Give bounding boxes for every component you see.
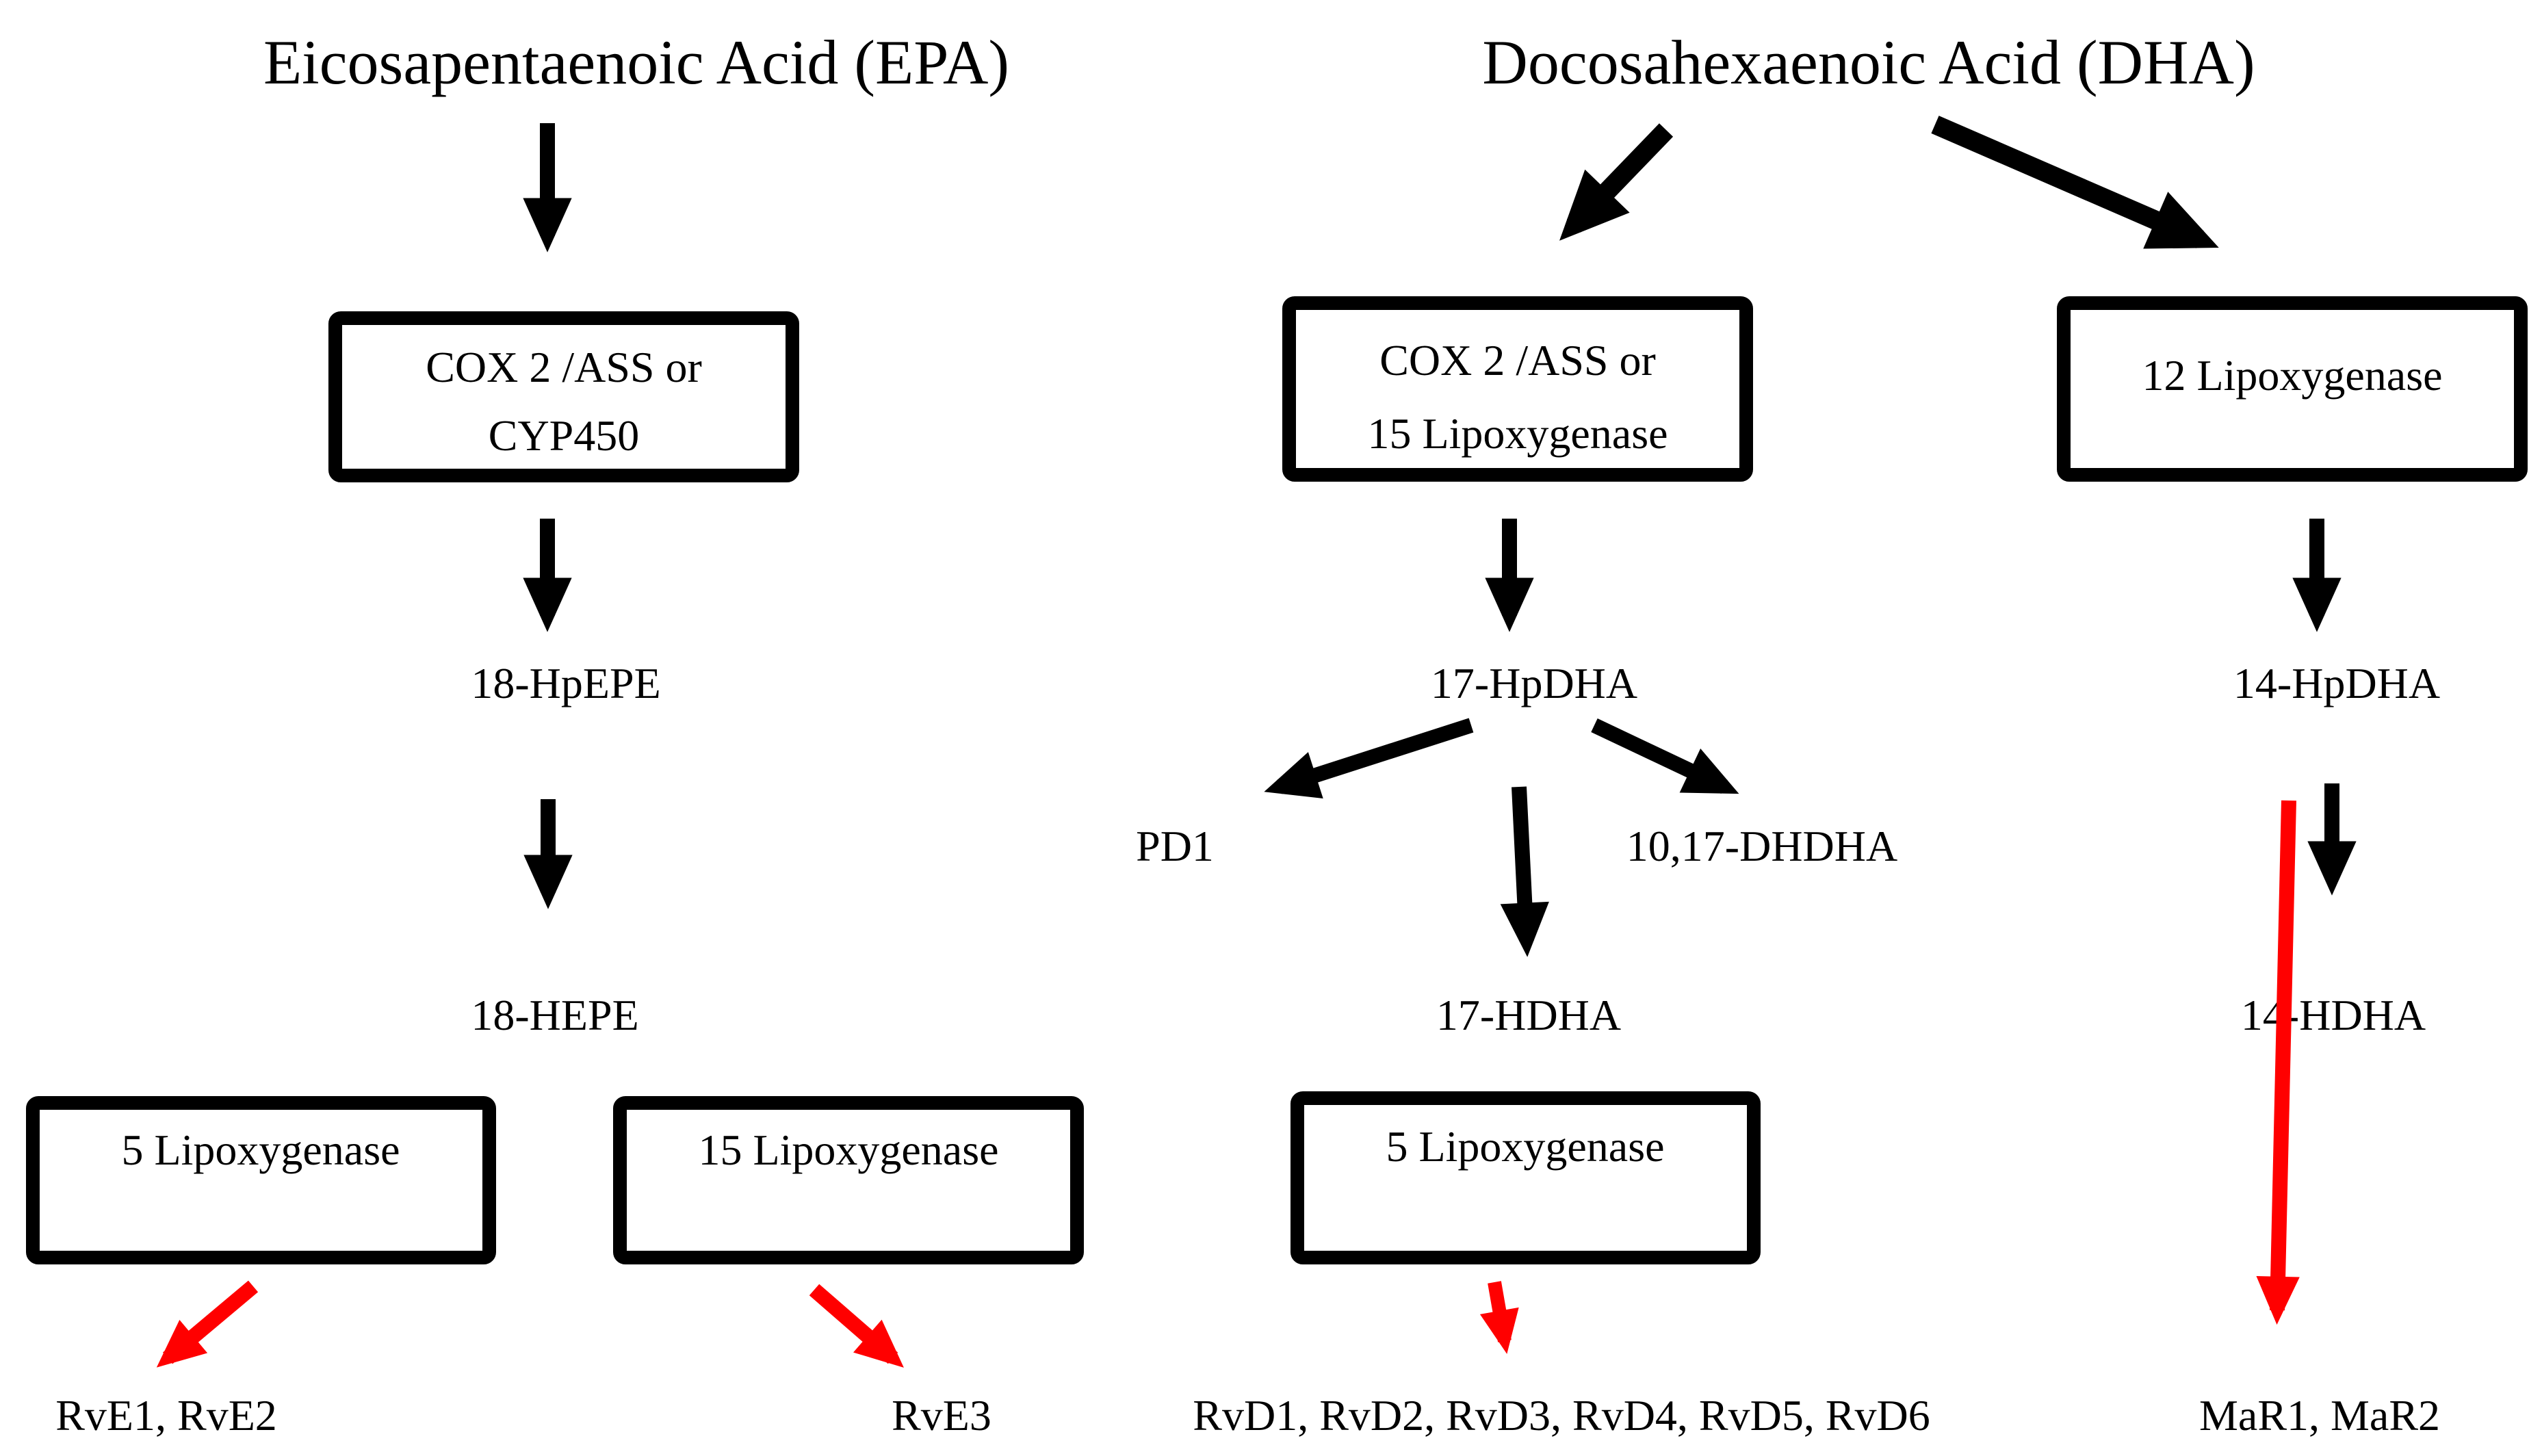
dha-12-lipoxygenase-box [2057,296,2528,482]
epa-5-lipoxygenase-box [26,1096,496,1264]
dha-cox-15lox-box [1282,296,1753,482]
epa-cox-box-line1: COX 2 /ASS or [426,343,702,391]
arrow-dha-to-12lox [1931,116,2219,249]
node-14-hdha: 14-HDHA [2241,991,2426,1039]
node-17-hpdha: 17-HpDHA [1431,659,1637,707]
node-17-hdha: 17-HDHA [1436,991,1621,1039]
node-rvd1-rvd6: RvD1, RvD2, RvD3, RvD4, RvD5, RvD6 [1193,1391,1930,1440]
node-mar1-mar2: MaR1, MaR2 [2199,1391,2440,1440]
node-rve3: RvE3 [892,1391,991,1440]
red-arrow-5lox-to-rve12 [156,1280,259,1368]
arrow-17hpdha-to-1017dhdha [1591,718,1739,794]
dha-title: Docosahexaenoic Acid (DHA) [1482,27,2255,97]
node-10-17-dhdha: 10,17-DHDHA [1626,822,1897,870]
epa-15-lipoxygenase-box [613,1096,1084,1264]
arrow-17hpdha-to-17hdha [1500,786,1549,957]
node-rve1-rve2: RvE1, RvE2 [55,1391,277,1440]
dha-5-lipoxygenase-box [1291,1091,1761,1264]
epa-15-lipoxygenase-label: 15 Lipoxygenase [699,1126,999,1174]
arrow-17hpdha-to-pd1 [1264,718,1474,798]
node-18-hepe: 18-HEPE [471,991,638,1039]
red-arrow-14hpdha-to-maresins [2256,800,2300,1325]
dha-cox-box-line1: COX 2 /ASS or [1379,336,1656,385]
dha-12-lipoxygenase-label: 12 Lipoxygenase [2142,351,2443,400]
dha-5-lipoxygenase-label: 5 Lipoxygenase [1386,1122,1665,1171]
epa-title: Eicosapentaenoic Acid (EPA) [263,27,1009,97]
arrow-dha-to-cox15lox [1559,123,1674,241]
node-pd1: PD1 [1136,822,1214,870]
epa-5-lipoxygenase-label: 5 Lipoxygenase [122,1126,400,1174]
dha-cox-box-line2: 15 Lipoxygenase [1368,409,1668,458]
node-14-hpdha: 14-HpDHA [2233,659,2440,707]
epa-cox-cyp450-box [328,311,799,482]
red-arrow-5lox-to-rvd [1479,1281,1519,1354]
red-arrow-15lox-to-rve3 [809,1284,904,1368]
node-18-hpepe: 18-HpEPE [471,659,660,707]
epa-cox-box-line2: CYP450 [489,411,640,460]
